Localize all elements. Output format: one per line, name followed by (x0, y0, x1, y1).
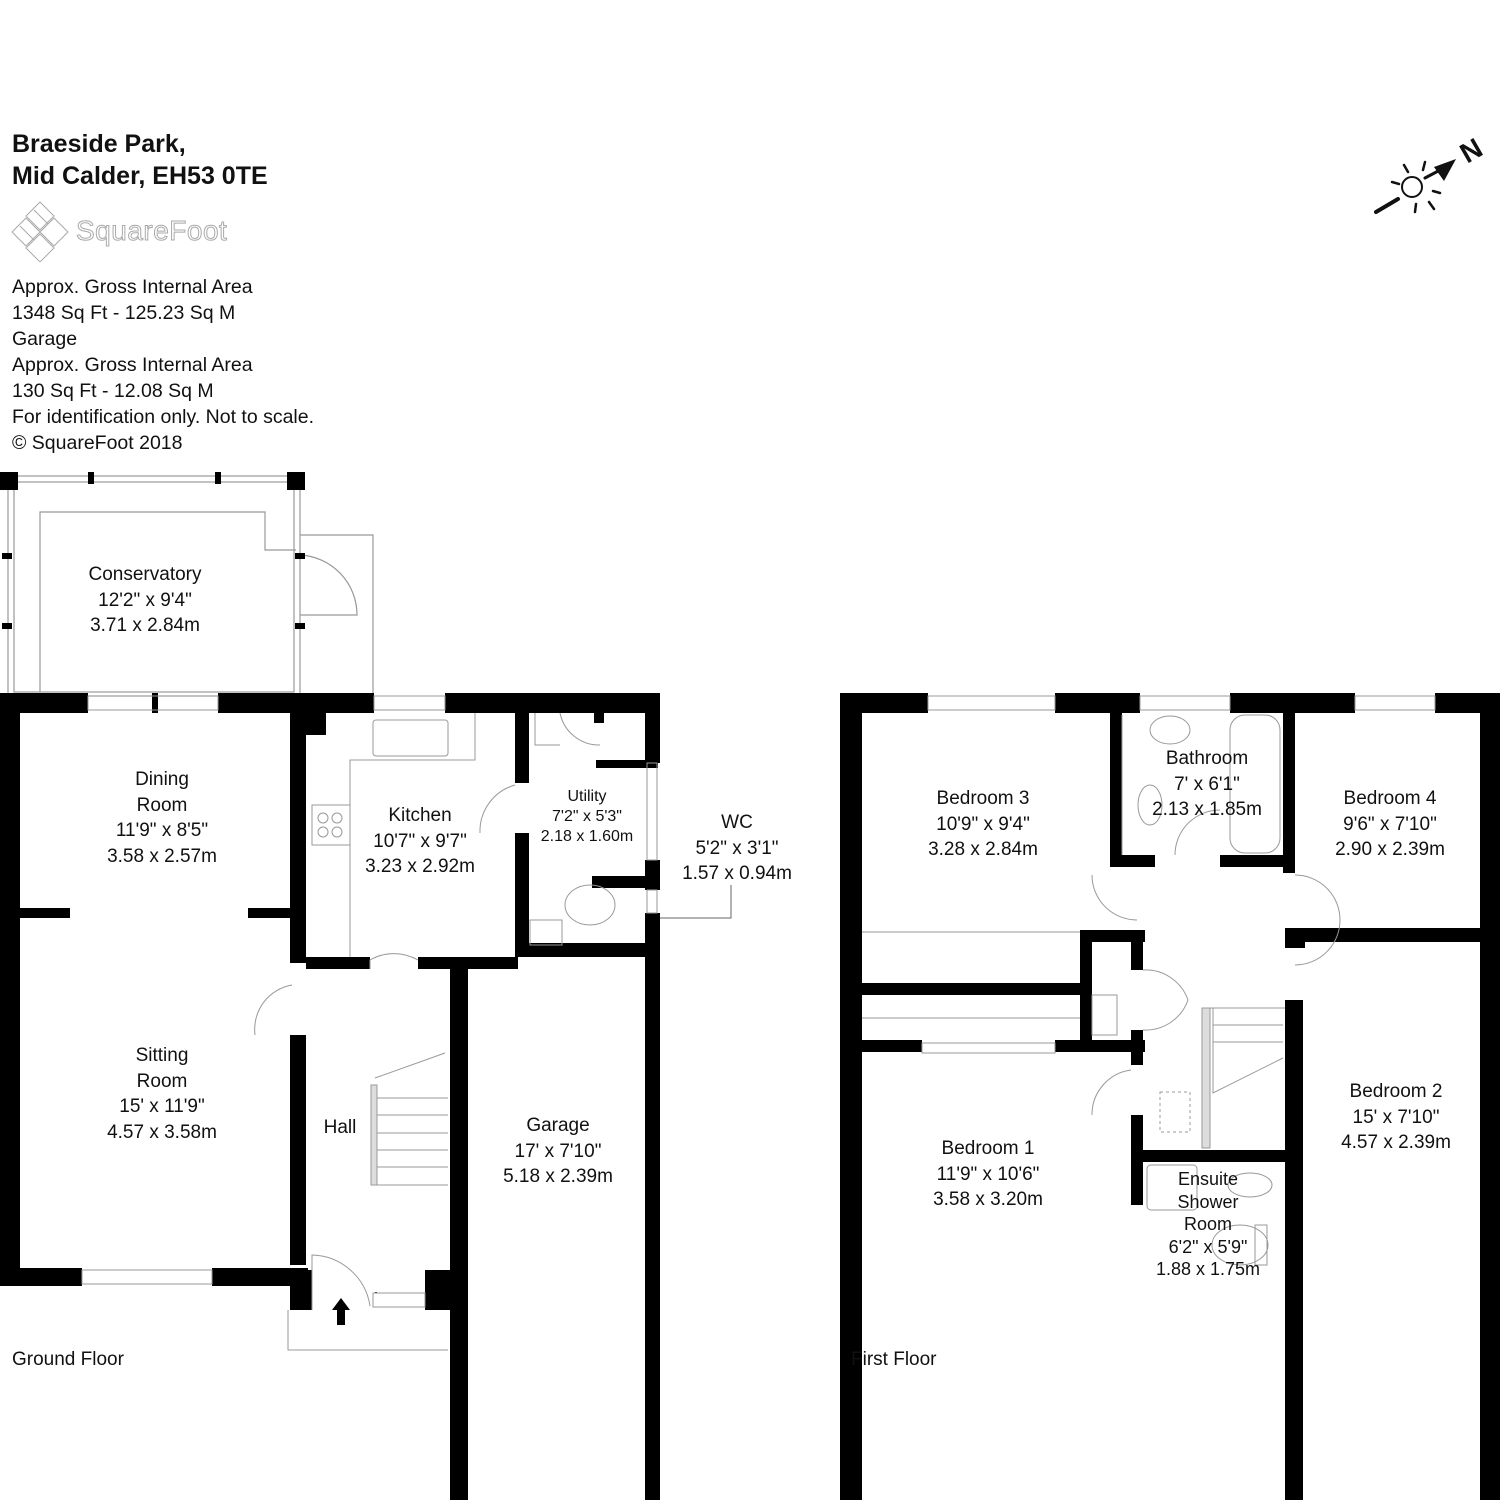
room-imperial: 12'2" x 9'4" (98, 589, 192, 611)
room-imperial: 5'2" x 3'1" (695, 837, 779, 859)
room-name: Bathroom (1165, 748, 1249, 769)
room-metric: 5.18 x 2.39m (503, 1166, 613, 1187)
area-label: Approx. Gross Internal Area (12, 276, 253, 298)
room-metric: 3.23 x 2.92m (365, 856, 475, 877)
room-hall: Hall (324, 1115, 357, 1141)
logo-text: SquareFoot (75, 215, 228, 247)
room-name: Bedroom 2 (1349, 1081, 1443, 1102)
sun-north-arrow-icon: N (1374, 132, 1488, 214)
room-conservatory: Conservatory 12'2" x 9'4" 3.71 x 2.84m (89, 562, 202, 639)
room-name-line2: Room (136, 794, 188, 816)
room-metric: 1.57 x 0.94m (682, 863, 792, 884)
room-imperial: 15' x 11'9" (119, 1096, 205, 1117)
room-bathroom: Bathroom 7' x 6'1" 2.13 x 1.85m (1152, 746, 1262, 823)
garage-area-label: Approx. Gross Internal Area (12, 354, 253, 376)
room-wc: WC 5'2" x 3'1" 1.57 x 0.94m (682, 810, 792, 887)
room-imperial: 7' x 6'1" (1174, 773, 1240, 795)
room-metric: 1.88 x 1.75m (1155, 1259, 1261, 1279)
first-floor-plan (840, 693, 1500, 1500)
area-total: 1348 Sq Ft - 125.23 Sq M (12, 302, 236, 324)
room-imperial: 10'7" x 9'7" (373, 830, 467, 852)
room-name-line1: Sitting (135, 1045, 189, 1066)
squarefoot-logo: SquareFoot (10, 200, 227, 262)
room-metric: 3.58 x 3.20m (933, 1189, 1043, 1210)
room-imperial: 11'9" x 8'5" (115, 820, 209, 841)
room-imperial: 15' x 7'10" (1352, 1106, 1440, 1128)
room-bedroom-3: Bedroom 3 10'9" x 9'4" 3.28 x 2.84m (928, 786, 1038, 863)
room-name: Bedroom 3 (936, 788, 1030, 809)
room-utility: Utility 7'2" x 5'3" 2.18 x 1.60m (541, 787, 634, 847)
room-imperial: 9'6" x 7'10" (1343, 813, 1437, 835)
room-name: Garage (526, 1115, 590, 1136)
ground-floor-label: Ground Floor (12, 1349, 124, 1370)
squarefoot-diamond-icon (11, 201, 69, 262)
area-info: Approx. Gross Internal Area 1348 Sq Ft -… (12, 274, 314, 456)
property-address: Braeside Park, Mid Calder, EH53 0TE (12, 128, 268, 192)
room-name-line3: Room (1183, 1214, 1232, 1234)
room-metric: 2.90 x 2.39m (1335, 839, 1445, 860)
room-name-line1: Dining (135, 769, 189, 790)
room-name: Conservatory (88, 564, 202, 585)
room-name: Utility (567, 788, 607, 805)
entrance-arrow-icon (332, 1298, 350, 1325)
first-floor-label: First Floor (851, 1349, 937, 1370)
room-imperial: 17' x 7'10" (514, 1140, 602, 1162)
room-metric: 4.57 x 2.39m (1341, 1132, 1451, 1153)
room-kitchen: Kitchen 10'7" x 9'7" 3.23 x 2.92m (365, 803, 475, 880)
garage-heading: Garage (12, 328, 78, 350)
room-name-line1: Ensuite (1177, 1169, 1239, 1189)
garage-area: 130 Sq Ft - 12.08 Sq M (12, 380, 214, 402)
ground-floor-plan (0, 472, 660, 1500)
room-metric: 3.71 x 2.84m (90, 615, 200, 636)
room-name: WC (721, 812, 753, 833)
disclaimer: For identification only. Not to scale. (12, 406, 315, 428)
room-bedroom-4: Bedroom 4 9'6" x 7'10" 2.90 x 2.39m (1335, 786, 1445, 863)
address-line-2: Mid Calder, EH53 0TE (12, 162, 268, 190)
room-metric: 2.13 x 1.85m (1152, 799, 1262, 820)
room-name-line2: Room (136, 1070, 188, 1092)
room-bedroom-2: Bedroom 2 15' x 7'10" 4.57 x 2.39m (1341, 1079, 1451, 1156)
room-sitting-room: Sitting Room 15' x 11'9" 4.57 x 3.58m (107, 1043, 217, 1145)
room-name-line2: Shower (1177, 1191, 1239, 1212)
room-name: Kitchen (388, 805, 452, 826)
room-ensuite-shower-room: Ensuite Shower Room 6'2" x 5'9" 1.88 x 1… (1156, 1168, 1260, 1281)
room-imperial: 7'2" x 5'3" (552, 808, 622, 825)
address-line-1: Braeside Park, (12, 130, 186, 158)
room-metric: 3.28 x 2.84m (928, 839, 1038, 860)
room-metric: 4.57 x 3.58m (107, 1121, 217, 1143)
room-dining-room: Dining Room 11'9" x 8'5" 3.58 x 2.57m (107, 767, 217, 869)
room-garage: Garage 17' x 7'10" 5.18 x 2.39m (503, 1113, 613, 1190)
room-name: Bedroom 1 (941, 1138, 1035, 1159)
room-name: Hall (323, 1117, 357, 1138)
room-imperial: 11'9" x 10'6" (936, 1163, 1040, 1185)
room-bedroom-1: Bedroom 1 11'9" x 10'6" 3.58 x 3.20m (933, 1136, 1043, 1213)
room-metric: 2.18 x 1.60m (540, 828, 634, 845)
room-name: Bedroom 4 (1343, 788, 1437, 809)
room-imperial: 6'2" x 5'9" (1168, 1236, 1248, 1257)
room-imperial: 10'9" x 9'4" (936, 813, 1030, 835)
room-metric: 3.58 x 2.57m (107, 845, 217, 867)
copyright: © SquareFoot 2018 (12, 432, 183, 454)
